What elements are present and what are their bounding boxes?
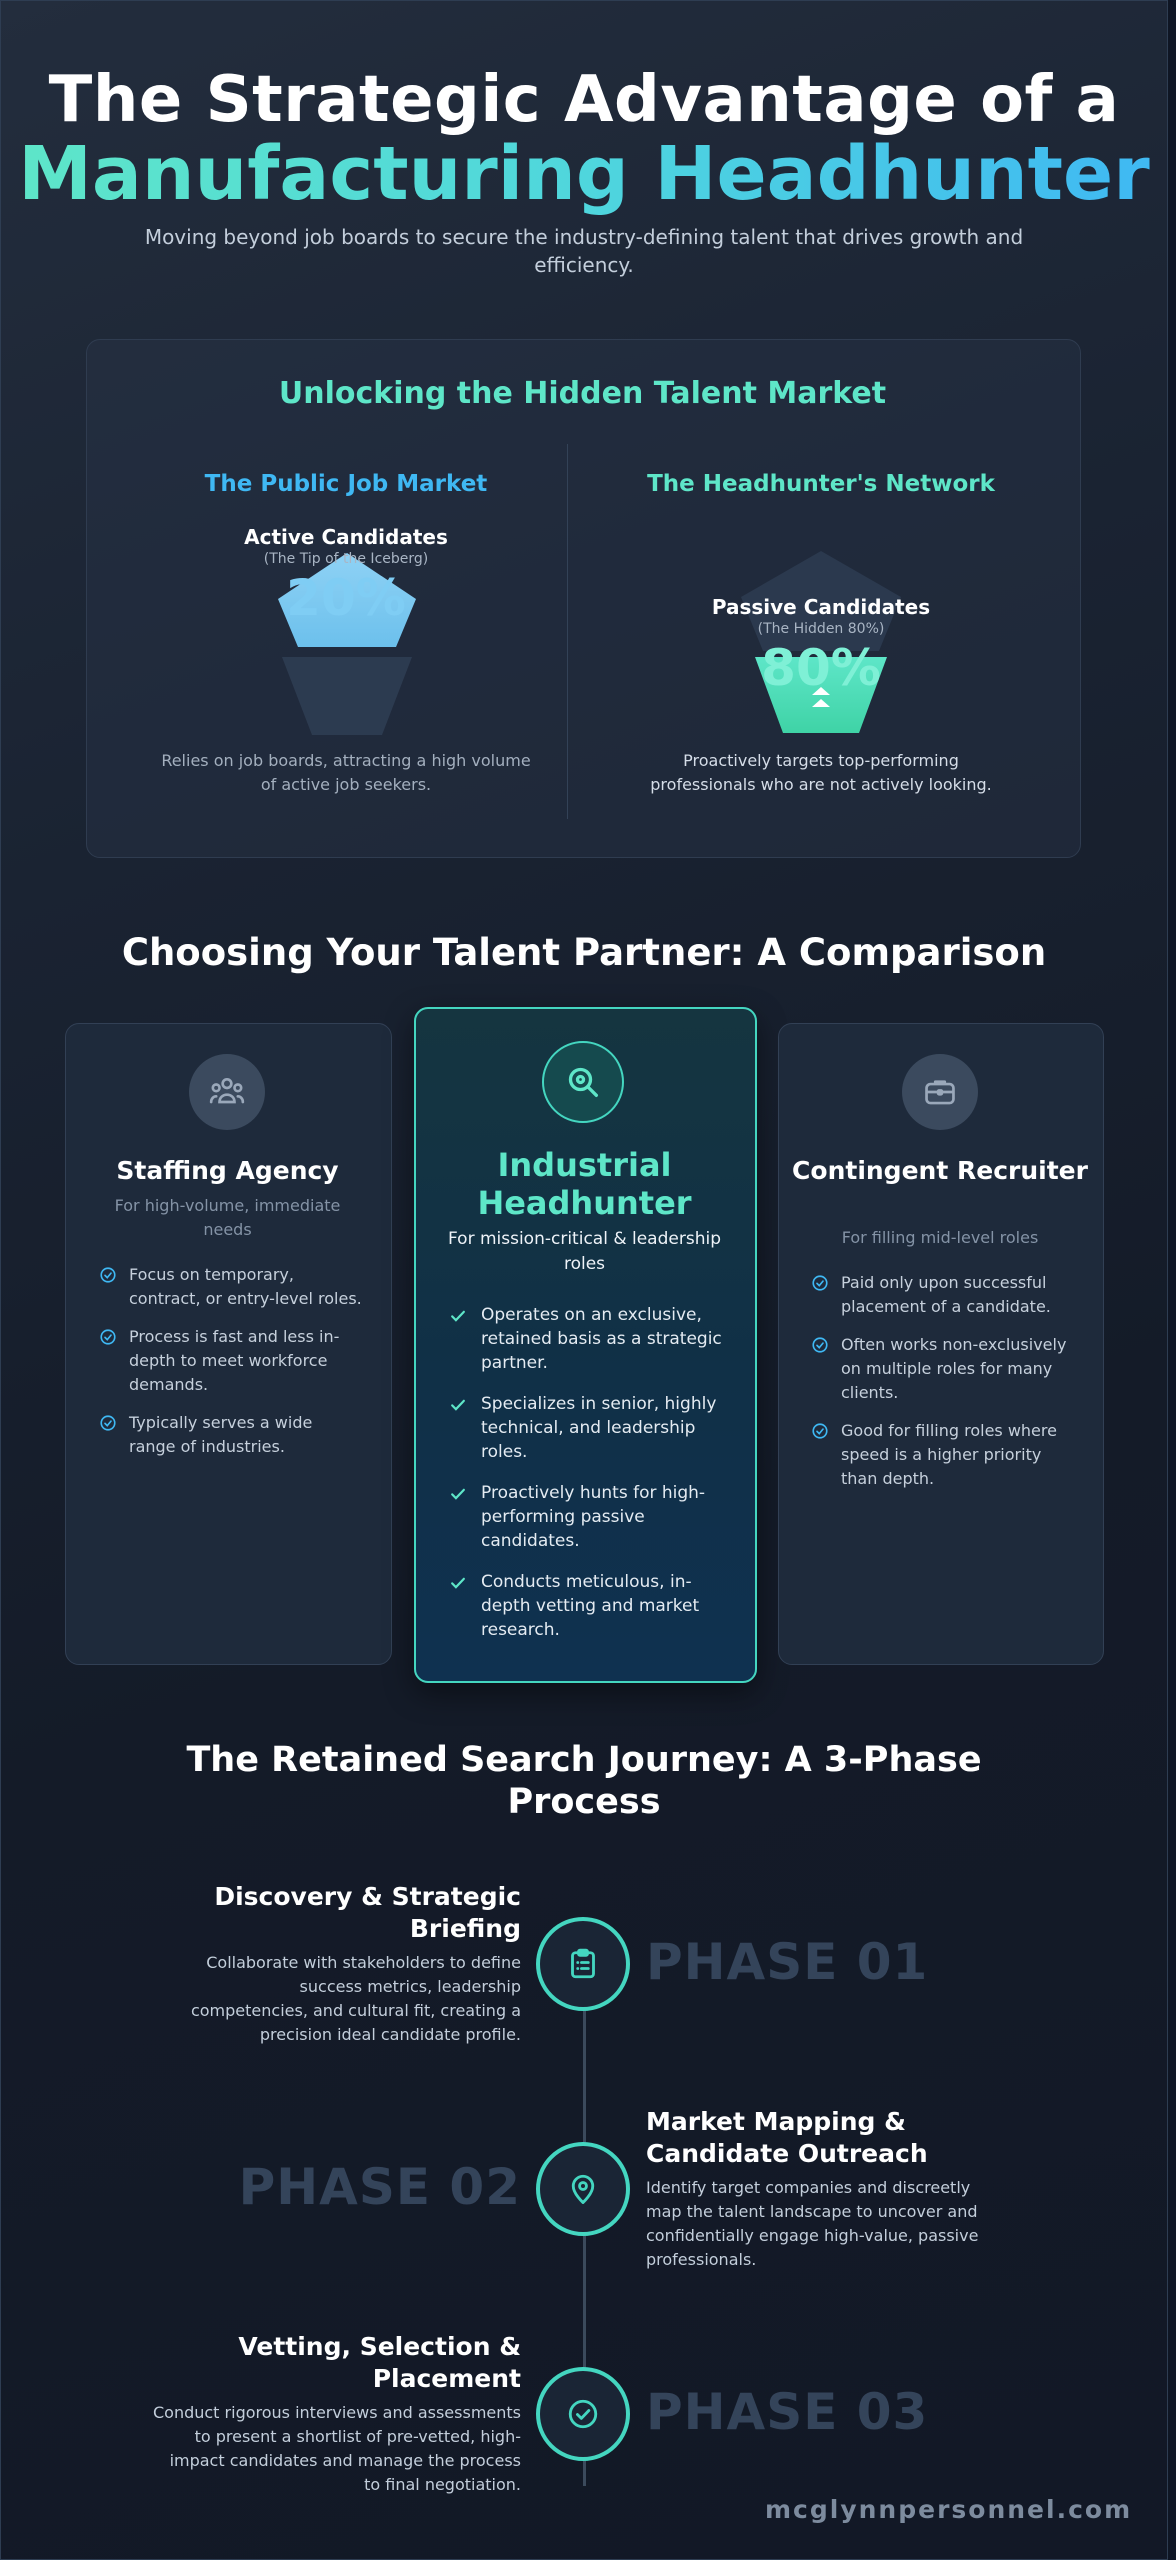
contingent-recruiter-points: Paid only upon successful placement of a… bbox=[809, 1271, 1074, 1491]
industrial-headhunter-title: Industrial Headhunter bbox=[477, 1146, 692, 1222]
staffing-agency-card bbox=[65, 1023, 392, 1665]
check-icon bbox=[451, 1577, 465, 1589]
list-item: Paid only upon successful placement of a… bbox=[809, 1271, 1074, 1319]
check-circle-icon bbox=[812, 1275, 828, 1291]
staffing-agency-points: Focus on temporary, contract, or entry-l… bbox=[97, 1263, 362, 1459]
page-title-line1: The Strategic Advantage of a bbox=[48, 63, 1120, 137]
point-text: Specializes in senior, highly technical,… bbox=[481, 1394, 717, 1462]
check-icon bbox=[451, 1310, 465, 1322]
staffing-agency-title: Staffing Agency bbox=[116, 1156, 339, 1185]
check-circle-icon bbox=[100, 1415, 116, 1431]
list-item: Conducts meticulous, in-depth vetting an… bbox=[447, 1570, 727, 1642]
passive-candidates-label: Passive Candidates bbox=[711, 595, 931, 619]
phase-02-description: Identify target companies and discreetly… bbox=[646, 2178, 979, 2269]
clipboard-list-icon bbox=[536, 1917, 630, 2011]
footer-brand[interactable]: mcglynnpersonnel.com bbox=[765, 2495, 1133, 2524]
check-circle-icon bbox=[812, 1423, 828, 1439]
iceberg-network-graphic bbox=[741, 551, 901, 733]
industrial-headhunter-points: Operates on an exclusive, retained basis… bbox=[447, 1303, 727, 1642]
check-circle-icon bbox=[812, 1337, 828, 1353]
phase-03-title: Vetting, Selection & Placement bbox=[238, 2332, 521, 2393]
list-item: Focus on temporary, contract, or entry-l… bbox=[97, 1263, 362, 1311]
point-text: Often works non-exclusively on multiple … bbox=[841, 1335, 1067, 1402]
phase-01-label: PHASE 01 bbox=[646, 1933, 929, 1991]
passive-percent: 80% bbox=[761, 639, 881, 697]
active-percent: 20% bbox=[286, 569, 406, 627]
briefcase-icon bbox=[902, 1054, 978, 1130]
iceberg-top-shape bbox=[741, 551, 901, 651]
network-description: Proactively targets top-performing profe… bbox=[650, 751, 992, 794]
public-market-heading: The Public Job Market bbox=[204, 471, 488, 497]
list-item: Good for filling roles where speed is a … bbox=[809, 1419, 1074, 1491]
list-item: Process is fast and less in-depth to mee… bbox=[97, 1325, 362, 1397]
contingent-recruiter-title: Contingent Recruiter bbox=[792, 1156, 1088, 1185]
point-text: Focus on temporary, contract, or entry-l… bbox=[129, 1265, 362, 1308]
comparison-title: Choosing Your Talent Partner: A Comparis… bbox=[121, 931, 1047, 974]
check-circle-icon bbox=[100, 1329, 116, 1345]
page-subtitle: Moving beyond job boards to secure the i… bbox=[144, 225, 1024, 277]
contingent-recruiter-subtitle: For filling mid-level roles bbox=[841, 1228, 1039, 1247]
passive-candidates-sublabel: (The Hidden 80%) bbox=[757, 621, 885, 637]
phase-02-label: PHASE 02 bbox=[238, 2158, 521, 2216]
check-circle-icon bbox=[536, 2367, 630, 2461]
map-pin-icon bbox=[536, 2142, 630, 2236]
users-icon bbox=[189, 1054, 265, 1130]
phase-02-title: Market Mapping & Candidate Outreach bbox=[646, 2107, 928, 2168]
list-item: Operates on an exclusive, retained basis… bbox=[447, 1303, 727, 1375]
market-divider bbox=[567, 444, 568, 819]
point-text: Operates on an exclusive, retained basis… bbox=[481, 1305, 722, 1373]
point-text: Paid only upon successful placement of a… bbox=[841, 1273, 1051, 1316]
point-text: Conducts meticulous, in-depth vetting an… bbox=[481, 1572, 700, 1640]
point-text: Process is fast and less in-depth to mee… bbox=[129, 1327, 340, 1394]
check-circle-icon bbox=[100, 1267, 116, 1283]
public-market-description: Relies on job boards, attracting a high … bbox=[161, 751, 531, 794]
active-candidates-label: Active Candidates bbox=[244, 525, 448, 549]
search-icon bbox=[542, 1041, 624, 1123]
list-item: Typically serves a wide range of industr… bbox=[97, 1411, 362, 1459]
iceberg-base-shape bbox=[282, 657, 412, 735]
phase-03-label: PHASE 03 bbox=[646, 2383, 929, 2441]
industrial-headhunter-subtitle: For mission-critical & leadership roles bbox=[448, 1229, 721, 1274]
iceberg-public-graphic bbox=[278, 553, 416, 735]
phase-01-title: Discovery & Strategic Briefing bbox=[214, 1882, 521, 1943]
network-heading: The Headhunter's Network bbox=[647, 471, 995, 497]
point-text: Proactively hunts for high-performing pa… bbox=[481, 1483, 706, 1551]
contingent-recruiter-card bbox=[778, 1023, 1104, 1665]
phase-03-description: Conduct rigorous interviews and assessme… bbox=[152, 2403, 521, 2494]
check-icon bbox=[451, 1488, 465, 1500]
check-icon bbox=[451, 1399, 465, 1411]
active-candidates-sublabel: (The Tip of the Iceberg) bbox=[263, 551, 429, 567]
iceberg-tip-shape bbox=[278, 553, 416, 647]
point-text: Typically serves a wide range of industr… bbox=[129, 1413, 313, 1456]
point-text: Good for filling roles where speed is a … bbox=[841, 1421, 1057, 1488]
list-item: Proactively hunts for high-performing pa… bbox=[447, 1481, 727, 1553]
list-item: Specializes in senior, highly technical,… bbox=[447, 1392, 727, 1464]
staffing-agency-subtitle: For high-volume, immediate needs bbox=[114, 1196, 341, 1239]
journey-title: The Retained Search Journey: A 3-Phase P… bbox=[186, 1740, 982, 1822]
chevron-up-icon bbox=[812, 687, 830, 707]
hidden-market-title: Unlocking the Hidden Talent Market bbox=[278, 376, 887, 411]
page-title-line2: Manufacturing Headhunter bbox=[1, 131, 1167, 217]
hidden-market-card bbox=[86, 339, 1081, 858]
phase-01-description: Collaborate with stakeholders to define … bbox=[190, 1953, 521, 2044]
list-item: Often works non-exclusively on multiple … bbox=[809, 1333, 1074, 1405]
